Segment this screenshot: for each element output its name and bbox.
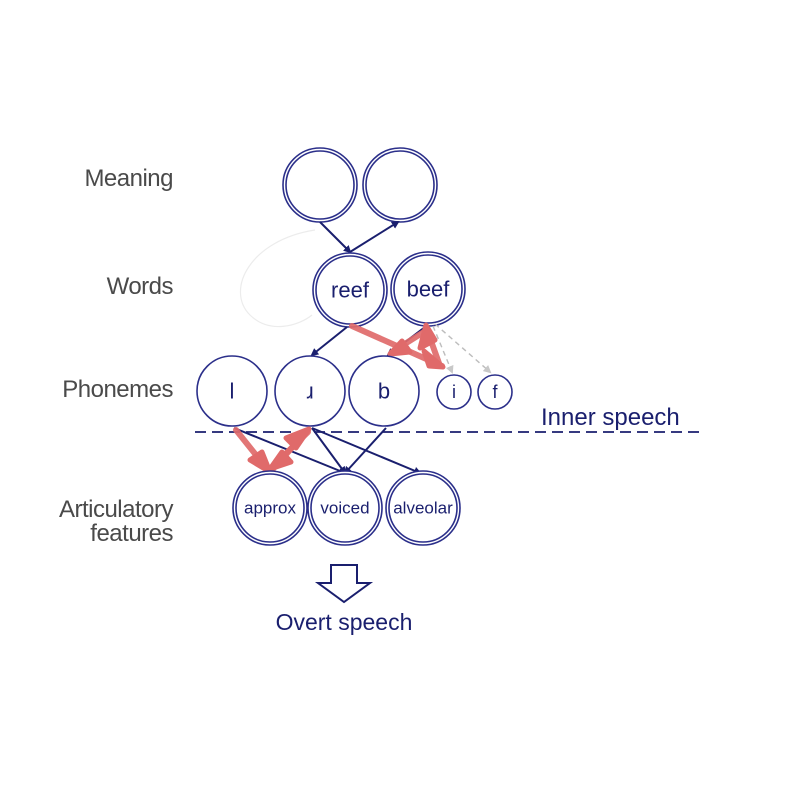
feature-node-voiced: voiced	[307, 470, 383, 546]
phoneme-node-r: ɹ	[274, 355, 346, 427]
arrow-reef-meaning2	[349, 220, 400, 253]
level-label-words: Words	[107, 273, 174, 300]
feature-node-alveolar: alveolar	[385, 470, 461, 546]
phoneme-label-l: l	[230, 379, 235, 404]
level-label-phonemes: Phonemes	[62, 376, 173, 403]
phoneme-label-b: b	[378, 379, 390, 404]
feature-label-alveolar: alveolar	[393, 499, 453, 518]
overt-speech-arrow	[314, 564, 374, 604]
red-arrows-feature-level	[233, 426, 312, 475]
meaning-node-2	[362, 147, 438, 223]
phoneme-node-b: b	[348, 355, 420, 427]
level-label-meaning: Meaning	[84, 165, 173, 192]
grey-arrow-beef-f	[434, 323, 492, 374]
feature-label-approx: approx	[244, 499, 296, 518]
word-label-reef: reef	[331, 278, 370, 303]
inner-speech-label: Inner speech	[541, 404, 680, 431]
feature-label-voiced: voiced	[320, 499, 369, 518]
word-node-beef: beef	[390, 251, 466, 327]
phoneme-label-f: f	[492, 382, 498, 402]
phoneme-node-i: i	[436, 374, 472, 410]
level-label-features: features	[90, 520, 173, 547]
red-arrows-word-level	[349, 322, 446, 370]
phoneme-label-i: i	[452, 382, 456, 402]
ghost-loop	[239, 229, 316, 328]
arrow-reef-r	[310, 326, 348, 357]
phoneme-label-r: ɹ	[306, 379, 313, 404]
word-label-beef: beef	[407, 277, 451, 302]
overt-speech-label: Overt speech	[276, 609, 413, 635]
meaning-node-1	[282, 147, 358, 223]
level-label-articulatory: Articulatory	[59, 496, 174, 523]
arrow-meaning1-reef	[319, 221, 352, 254]
word-node-reef: reef	[312, 252, 388, 328]
phoneme-node-l: l	[196, 355, 268, 427]
feature-node-approx: approx	[232, 470, 308, 546]
phoneme-node-f: f	[477, 374, 513, 410]
